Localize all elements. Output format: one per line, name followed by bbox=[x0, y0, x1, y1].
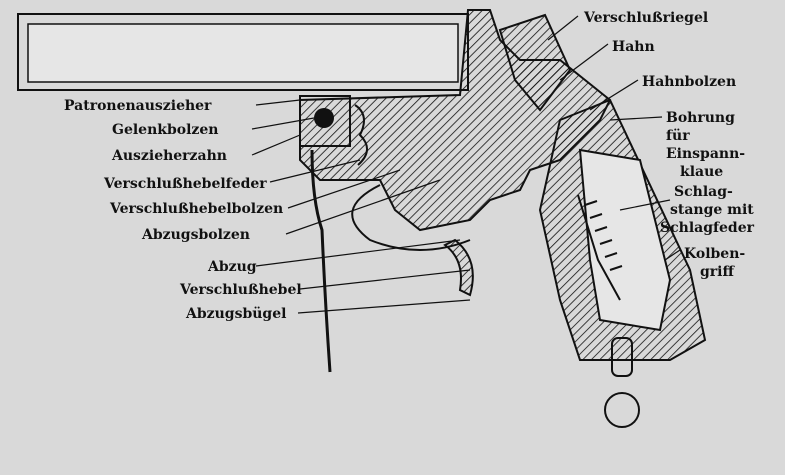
label-bohrung-4: klaue bbox=[680, 164, 723, 180]
label-verschlussriegel: Verschlußriegel bbox=[583, 10, 708, 26]
label-abzugsbolzen: Abzugsbolzen bbox=[141, 227, 250, 243]
label-kolben-1: Kolben- bbox=[684, 246, 745, 262]
label-verschlusshebelbolzen: Verschlußhebelbolzen bbox=[109, 201, 283, 217]
label-abzugsbuegel: Abzugsbügel bbox=[185, 306, 286, 322]
label-bohrung-1: Bohrung bbox=[666, 110, 735, 126]
hammer bbox=[498, 13, 572, 112]
lanyard-ring bbox=[604, 337, 640, 428]
label-bohrung-3: Einspann- bbox=[666, 146, 745, 162]
leader-lines bbox=[251, 15, 681, 314]
label-schlag-3: Schlagfeder bbox=[660, 220, 755, 236]
label-verschlusshebel: Verschlußhebel bbox=[179, 282, 302, 298]
trigger-guard bbox=[351, 184, 471, 251]
trigger bbox=[443, 238, 474, 297]
striker-spring bbox=[577, 194, 623, 301]
label-verschlusshebelfeder: Verschlußhebelfeder bbox=[103, 176, 267, 192]
label-hahnbolzen: Hahnbolzen bbox=[642, 74, 736, 90]
label-schlag-2: stange mit bbox=[670, 202, 754, 218]
label-kolben-2: griff bbox=[700, 264, 735, 280]
label-auszieherzahn: Auszieherzahn bbox=[111, 148, 227, 164]
label-gelenkbolzen: Gelenkbolzen bbox=[112, 122, 218, 138]
label-schlag-1: Schlag- bbox=[674, 184, 733, 200]
barrel bbox=[17, 13, 469, 91]
label-abzug: Abzug bbox=[207, 259, 257, 275]
pointer-line bbox=[310, 149, 332, 373]
label-bohrung-2: für bbox=[666, 128, 690, 144]
label-patronenauszieher: Patronenauszieher bbox=[64, 98, 212, 114]
label-hahn: Hahn bbox=[612, 39, 655, 55]
